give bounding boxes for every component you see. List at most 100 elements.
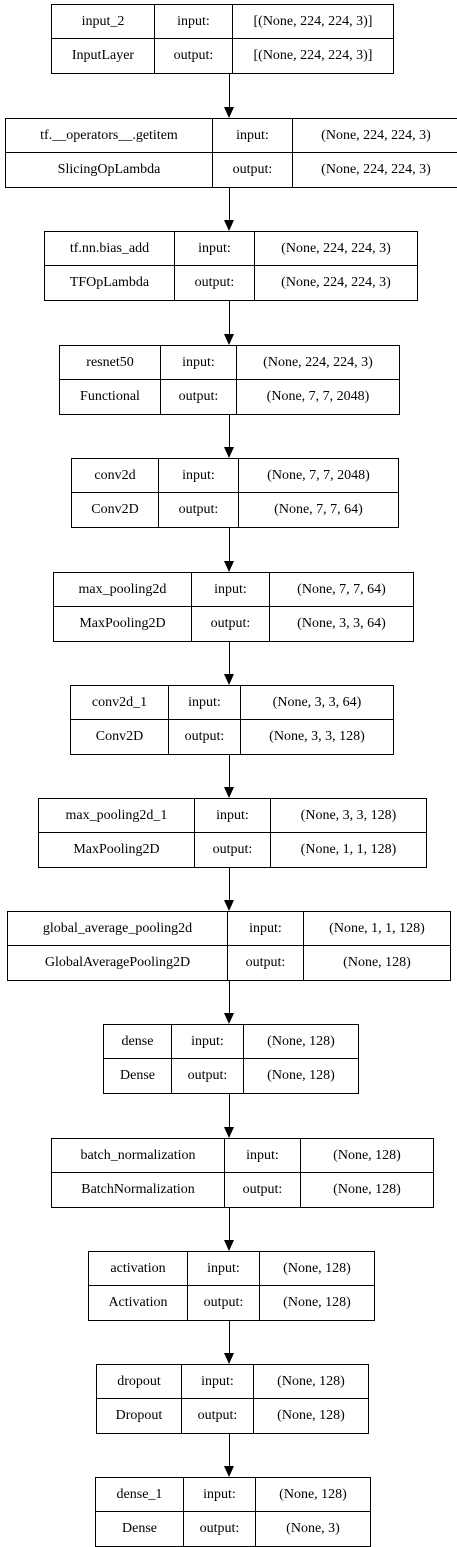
input-label: input:	[182, 1365, 254, 1399]
arrowhead	[224, 1466, 234, 1477]
connector-arrow	[229, 301, 230, 335]
arrowhead	[224, 220, 234, 231]
arrowhead	[224, 1353, 234, 1364]
connector-arrow	[229, 74, 230, 108]
output-shape: (None, 128)	[333, 1182, 401, 1197]
output-label: output:	[213, 153, 293, 187]
arrowhead	[224, 674, 234, 685]
input-shape: (None, 128)	[301, 1139, 433, 1173]
layer-type: Activation	[89, 1286, 188, 1320]
input-shape: (None, 128)	[254, 1365, 368, 1399]
input-shape: (None, 1, 1, 128)	[304, 912, 450, 946]
output-label: output:	[175, 266, 255, 300]
input-label: input:	[184, 1478, 256, 1512]
layer-type: Functional	[60, 380, 161, 414]
layer-name: activation	[89, 1252, 188, 1286]
input-shape: (None, 224, 224, 3)	[237, 346, 399, 380]
output-label: output:	[188, 1286, 260, 1320]
output-shape: (None, 3)	[286, 1521, 340, 1536]
layer-type: SlicingOpLambda	[6, 153, 213, 187]
layer-name: conv2d_1	[71, 686, 169, 720]
arrowhead	[224, 1013, 234, 1024]
output-shape: (None, 7, 7, 2048)	[266, 389, 370, 404]
output-shape: (None, 3, 3, 64)	[297, 616, 386, 631]
output-label: output:	[159, 493, 239, 527]
layer-name: batch_normalization	[52, 1139, 225, 1173]
layer-name: tf.__operators__.getitem	[6, 119, 213, 153]
output-shape: [(None, 224, 224, 3)]	[253, 48, 373, 63]
output-label: output:	[225, 1173, 301, 1207]
arrowhead	[224, 1127, 234, 1138]
output-label: output:	[228, 946, 304, 980]
layer-name: max_pooling2d_1	[39, 799, 195, 833]
connector-arrow	[229, 1094, 230, 1128]
output-shape: (None, 1, 1, 128)	[300, 842, 397, 857]
output-shape: (None, 128)	[277, 1408, 345, 1423]
layer-type: MaxPooling2D	[39, 833, 195, 867]
layer-type: Dense	[104, 1059, 172, 1093]
output-label: output:	[182, 1399, 254, 1433]
output-label: output:	[169, 720, 241, 754]
layer-type: BatchNormalization	[52, 1173, 225, 1207]
input-shape: (None, 224, 224, 3)	[255, 232, 417, 266]
arrowhead	[224, 447, 234, 458]
layer-name: max_pooling2d	[54, 573, 192, 607]
input-shape: (None, 128)	[244, 1025, 358, 1059]
input-label: input:	[228, 912, 304, 946]
connector-arrow	[229, 755, 230, 788]
input-label: input:	[192, 573, 270, 607]
arrowhead	[224, 334, 234, 345]
output-label: output:	[161, 380, 237, 414]
input-shape: (None, 128)	[256, 1478, 370, 1512]
input-label: input:	[225, 1139, 301, 1173]
input-shape: (None, 3, 3, 64)	[241, 686, 393, 720]
output-label: output:	[155, 39, 233, 73]
connector-arrow	[229, 642, 230, 675]
input-label: input:	[159, 459, 239, 493]
connector-arrow	[229, 188, 230, 221]
input-label: input:	[213, 119, 293, 153]
layer-type: InputLayer	[52, 39, 155, 73]
output-shape: (None, 128)	[343, 955, 411, 970]
input-shape: (None, 7, 7, 2048)	[239, 459, 398, 493]
output-shape: (None, 224, 224, 3)	[281, 275, 391, 290]
arrowhead	[224, 1240, 234, 1251]
layer-name: dropout	[97, 1365, 182, 1399]
input-shape: (None, 224, 224, 3)	[293, 119, 457, 153]
layer-name: resnet50	[60, 346, 161, 380]
layer-name: input_2	[52, 5, 155, 39]
arrowhead	[224, 900, 234, 911]
output-shape: (None, 7, 7, 64)	[274, 502, 363, 517]
layer-name: tf.nn.bias_add	[45, 232, 175, 266]
input-label: input:	[161, 346, 237, 380]
connector-arrow	[229, 868, 230, 901]
layer-type: Conv2D	[72, 493, 159, 527]
layer-type: MaxPooling2D	[54, 607, 192, 641]
layer-name: dense_1	[96, 1478, 184, 1512]
input-label: input:	[188, 1252, 260, 1286]
connector-arrow	[229, 1208, 230, 1241]
output-label: output:	[172, 1059, 244, 1093]
layer-type: Dropout	[97, 1399, 182, 1433]
input-shape: (None, 3, 3, 128)	[271, 799, 426, 833]
layer-type: TFOpLambda	[45, 266, 175, 300]
arrowhead	[224, 561, 234, 572]
input-shape: (None, 128)	[260, 1252, 374, 1286]
input-label: input:	[175, 232, 255, 266]
connector-arrow	[229, 415, 230, 448]
layer-type: GlobalAveragePooling2D	[8, 946, 228, 980]
arrowhead	[224, 107, 234, 118]
input-shape: (None, 7, 7, 64)	[270, 573, 413, 607]
output-label: output:	[195, 833, 271, 867]
output-shape: (None, 3, 3, 128)	[269, 729, 365, 744]
